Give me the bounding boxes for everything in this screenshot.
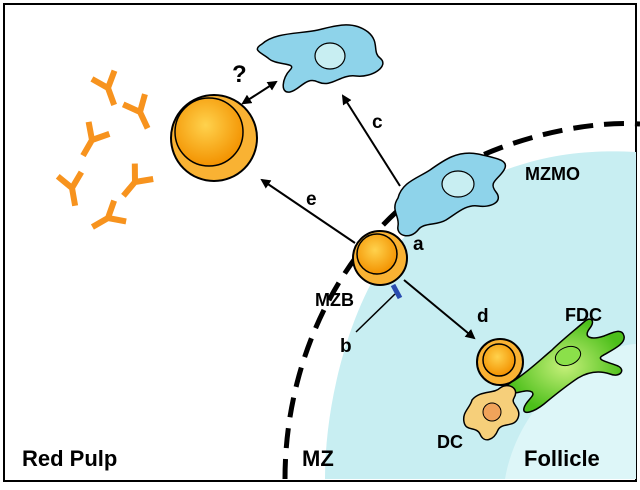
antibody-icon [121,163,154,198]
label-b: b [340,336,352,357]
fdc-nucleus [554,345,582,367]
label-mzb: MZB [315,290,354,310]
follicle-inner-region [505,344,636,479]
label-mzmo: MZMO [525,164,580,184]
antibody-icon [121,93,151,130]
antibody-icon [80,121,111,158]
contact-point-b [390,283,403,300]
mzb-cell [352,230,408,286]
dc-nucleus [482,402,502,422]
pointer-b [355,293,396,333]
arrow-d [403,279,476,340]
label-question: ? [232,61,247,88]
antibody-icon [90,199,127,230]
arrow-c [341,94,401,187]
arrow-e [260,178,356,244]
label-follicle: Follicle [524,446,600,471]
label-e: e [306,189,317,210]
label-red-pulp: Red Pulp [22,446,117,471]
plasma-cell [170,94,258,182]
antibody-cluster [55,69,154,230]
label-a: a [413,234,424,255]
label-fdc: FDC [565,305,602,325]
follicular-b-cell [476,338,524,386]
antibody-icon [55,170,84,207]
antibody-icon [90,69,118,106]
label-dc: DC [437,432,463,452]
label-c: c [372,112,383,133]
label-d: d [477,306,489,327]
macrophage-nucleus [314,42,346,70]
arrow-question [241,80,278,105]
mz-macrophage-nucleus [441,170,475,198]
label-mz: MZ [302,446,334,471]
